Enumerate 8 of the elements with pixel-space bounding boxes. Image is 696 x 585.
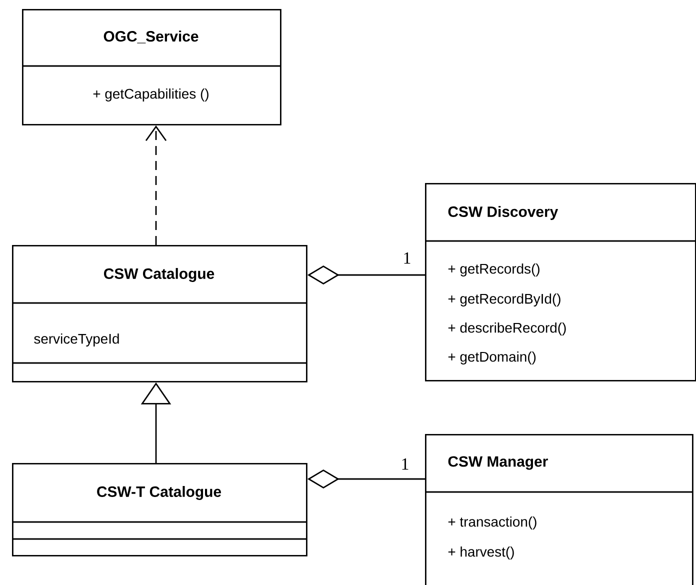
class-box: CSW-T Catalogue [12, 463, 308, 556]
class-box: CSW Manager + transaction() + harvest() [425, 434, 694, 585]
arrow [145, 125, 167, 245]
class-box: OGC_Service + getCapabilities () [22, 9, 282, 126]
multiplicity-label: 1 [402, 251, 412, 265]
class-box: CSW Catalogue serviceTypeId [12, 245, 308, 382]
multiplicity-label: 1 [400, 457, 410, 471]
class-box: CSW Discovery + getRecords() + getRecordById() + describeRecord() + getDomain() [425, 183, 696, 382]
